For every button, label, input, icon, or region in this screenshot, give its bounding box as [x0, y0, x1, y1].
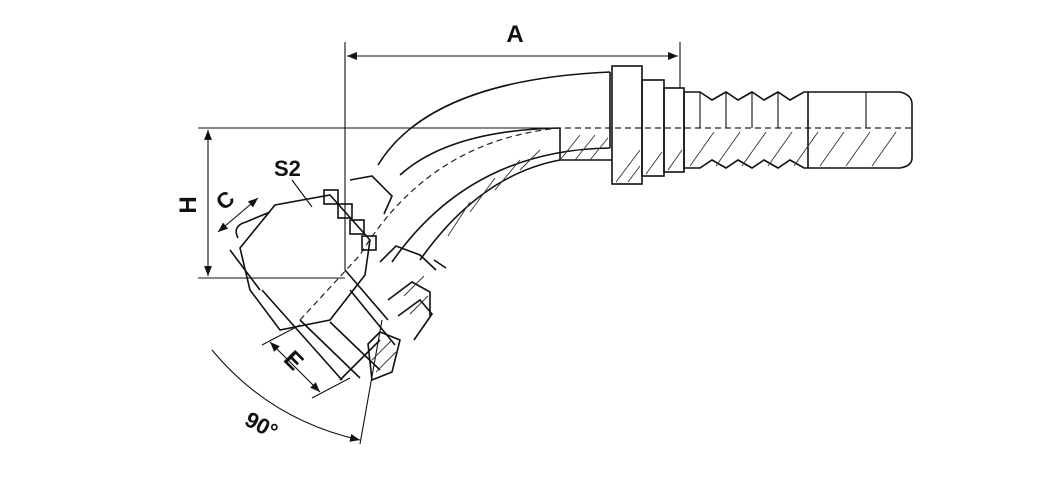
hex-nut — [229, 175, 447, 382]
label-a: A — [506, 21, 523, 48]
angle-90-group: 90° — [211, 319, 383, 445]
label-e: E — [278, 345, 308, 375]
dimension-c: C — [211, 186, 259, 233]
fitting-body — [229, 65, 913, 382]
label-angle: 90° — [241, 407, 282, 445]
dimension-h: H — [175, 127, 560, 279]
label-s2: S2 — [274, 156, 301, 181]
dimension-e: E — [261, 324, 351, 399]
section-hatching — [447, 131, 897, 237]
label-c: C — [211, 186, 239, 215]
dimension-a: A — [344, 21, 681, 270]
label-s2-group: S2 — [274, 156, 313, 208]
label-h: H — [175, 196, 202, 213]
